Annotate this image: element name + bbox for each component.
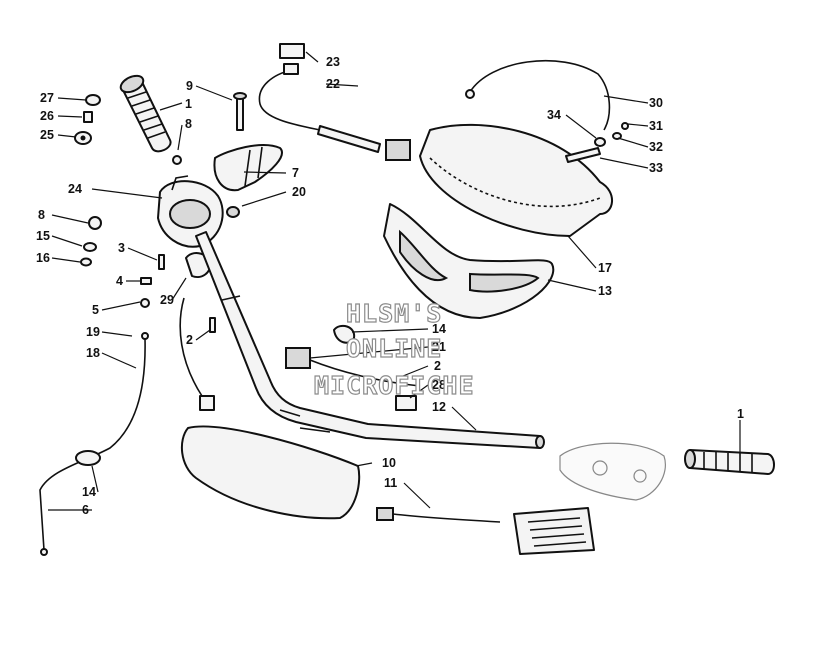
callout-26: 26 bbox=[40, 109, 54, 123]
callout-4: 4 bbox=[116, 274, 123, 288]
callout-1-right-grip: 1 bbox=[737, 407, 744, 421]
callout-6: 6 bbox=[82, 503, 89, 517]
callout-23: 23 bbox=[326, 55, 340, 69]
left-small-hardware bbox=[80, 216, 102, 267]
right-hand-grip bbox=[684, 449, 775, 475]
callout-15: 15 bbox=[36, 229, 50, 243]
callout-34: 34 bbox=[547, 108, 561, 122]
handlebar bbox=[195, 231, 545, 449]
callout-33: 33 bbox=[649, 161, 663, 175]
callout-19: 19 bbox=[86, 325, 100, 339]
callout-22: 22 bbox=[326, 77, 340, 91]
callout-32: 32 bbox=[649, 140, 663, 154]
callout-25: 25 bbox=[40, 128, 54, 142]
callout-13: 13 bbox=[598, 284, 612, 298]
callout-14-right: 14 bbox=[432, 322, 446, 336]
watermark-line-3: MICROFICHE bbox=[314, 371, 475, 400]
center-pad bbox=[180, 425, 361, 520]
callout-18: 18 bbox=[86, 346, 100, 360]
watermark-line-1: HLSM'S bbox=[346, 299, 442, 328]
left-hand-grip bbox=[119, 74, 172, 153]
throttle-cable-30 bbox=[465, 59, 629, 163]
callout-14-left: 14 bbox=[82, 485, 96, 499]
callout-5: 5 bbox=[92, 303, 99, 317]
callout-10: 10 bbox=[382, 456, 396, 470]
handlebar-shroud bbox=[383, 203, 555, 319]
heater-element bbox=[376, 507, 595, 555]
callout-30: 30 bbox=[649, 96, 663, 110]
throttle-housing bbox=[157, 175, 224, 248]
handlebar-pad bbox=[419, 123, 613, 237]
callout-29: 29 bbox=[160, 293, 174, 307]
callout-28: 28 bbox=[432, 378, 446, 392]
callout-16: 16 bbox=[36, 251, 50, 265]
switch-harness bbox=[285, 324, 421, 411]
screws-3-4-5 bbox=[140, 254, 165, 308]
callout-27: 27 bbox=[40, 91, 54, 105]
callout-17: 17 bbox=[598, 261, 612, 275]
callout-8-upper: 8 bbox=[185, 117, 192, 131]
screw-9 bbox=[233, 92, 247, 131]
callout-24: 24 bbox=[68, 182, 82, 196]
nut-and-washer bbox=[172, 155, 240, 218]
watermark-line-2: ONLINE bbox=[346, 334, 442, 363]
callout-21: 21 bbox=[432, 340, 446, 354]
throttle-bracket bbox=[213, 144, 283, 192]
end-cap-hardware bbox=[74, 94, 101, 145]
callout-11: 11 bbox=[384, 476, 397, 490]
watermark: HLSM'S ONLINE MICROFICHE bbox=[313, 298, 475, 400]
callout-8-lower: 8 bbox=[38, 208, 45, 222]
heater-harness-22 bbox=[258, 43, 411, 161]
callout-20: 20 bbox=[292, 185, 306, 199]
callout-labels: 27 26 25 1 9 8 23 22 7 20 24 8 15 16 3 4… bbox=[36, 55, 744, 517]
callout-31: 31 bbox=[649, 119, 663, 133]
callout-1-left-grip: 1 bbox=[185, 97, 192, 111]
brake-cable-18 bbox=[39, 332, 149, 556]
right-control-block bbox=[559, 442, 666, 501]
leader-lines bbox=[48, 51, 741, 511]
callout-3: 3 bbox=[118, 241, 125, 255]
callout-2-left: 2 bbox=[186, 333, 193, 347]
callout-7: 7 bbox=[292, 166, 299, 180]
wire-2 bbox=[179, 297, 216, 411]
callout-2-right: 2 bbox=[434, 359, 441, 373]
callout-9: 9 bbox=[186, 79, 193, 93]
callout-12: 12 bbox=[432, 400, 446, 414]
